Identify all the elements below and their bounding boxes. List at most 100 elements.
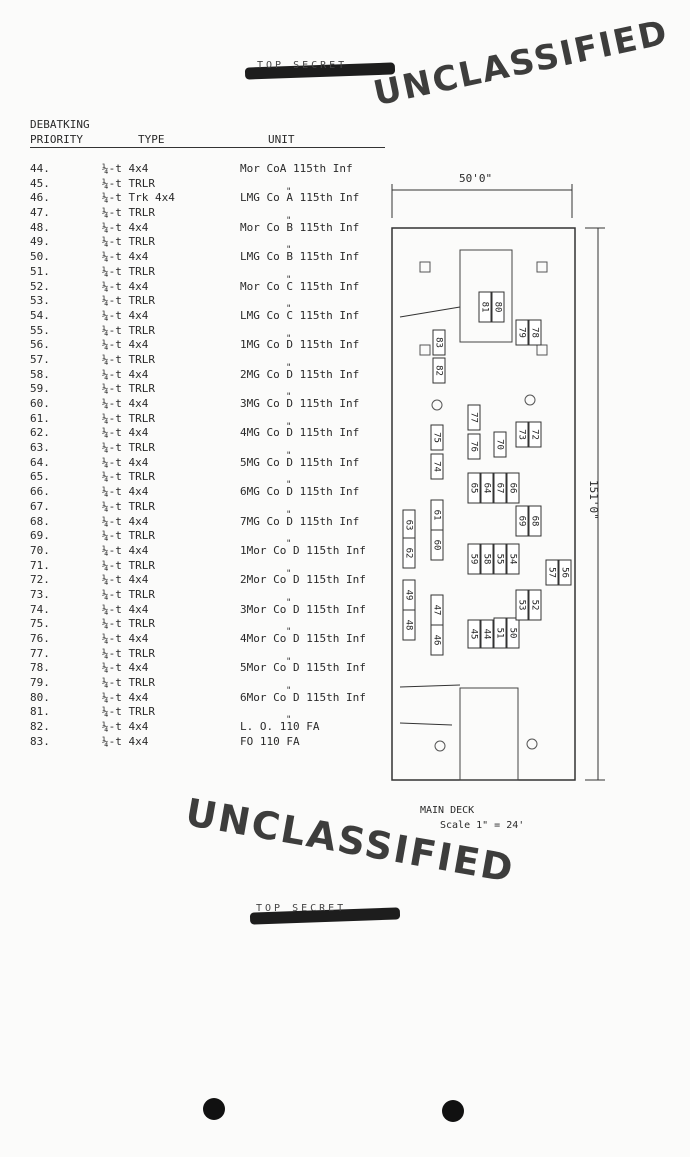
unit-name: LMG Co C 115th Inf xyxy=(240,308,360,322)
table-row: 47.¼-t TRLR" xyxy=(30,206,400,226)
vehicle-number: 83 xyxy=(434,337,444,348)
vehicle-slot xyxy=(467,404,481,431)
priority-number: 55. xyxy=(30,323,50,337)
priority-number: 63. xyxy=(30,441,50,455)
unit-name: 5Mor Co D 115th Inf xyxy=(240,661,366,675)
priority-number: 74. xyxy=(30,602,50,616)
unit-name: " xyxy=(286,421,292,432)
classification-mark-top-text: TOP SECRET xyxy=(257,60,348,71)
vehicle-type: ¼-t TRLR xyxy=(102,382,155,396)
vehicle-slot xyxy=(493,472,507,504)
vehicle-slot xyxy=(515,505,529,537)
vehicle-slot xyxy=(467,433,481,460)
vehicle-type: ¼-t TRLR xyxy=(102,705,155,719)
pointer-arrow xyxy=(399,722,453,726)
vehicle-slot xyxy=(432,329,446,356)
priority-number: 67. xyxy=(30,499,50,513)
vehicle-number: 74 xyxy=(432,461,442,472)
classification-mark-bottom-text: TOP SECRET xyxy=(256,903,347,914)
vehicle-slot xyxy=(467,472,481,504)
vehicle-type: ¼-t TRLR xyxy=(102,676,155,690)
binder-hole-right xyxy=(442,1100,464,1122)
unit-name: 1Mor Co D 115th Inf xyxy=(240,543,366,557)
vehicle-type: ¼-t TRLR xyxy=(102,235,155,249)
vehicle-type: ¼-t 4x4 xyxy=(102,250,149,264)
vehicle-type: ¼-t 4x4 xyxy=(102,514,149,528)
priority-number: 46. xyxy=(30,191,50,205)
vehicle-number: 55 xyxy=(495,554,505,565)
vehicle-slot xyxy=(493,431,507,458)
vehicle-slot xyxy=(506,617,520,649)
priority-number: 70. xyxy=(30,543,50,557)
unit-name: " xyxy=(286,715,292,726)
vehicle-number: 61 xyxy=(432,510,442,521)
unit-name: " xyxy=(286,539,292,550)
vehicle-slot xyxy=(480,543,494,575)
vehicle-type: ¼-t 4x4 xyxy=(102,455,149,469)
table-row: 49.¼-t TRLR" xyxy=(30,235,400,255)
unit-name: Mor CoA 115th Inf xyxy=(240,162,353,175)
vehicle-slot xyxy=(528,589,542,621)
priority-number: 64. xyxy=(30,455,50,469)
vehicle-type: ¼-t TRLR xyxy=(102,617,155,631)
vehicle-type: ¼-t 4x4 xyxy=(102,162,149,175)
unit-name: " xyxy=(286,451,292,462)
unit-name: 6Mor Co D 115th Inf xyxy=(240,690,366,704)
deck-bollard xyxy=(526,738,538,750)
priority-number: 44. xyxy=(30,162,50,175)
vehicle-type: ¼-t TRLR xyxy=(102,411,155,425)
header-unit: UNIT xyxy=(268,133,295,146)
vehicle-type: ¼-t 4x4 xyxy=(102,426,149,440)
vehicle-number: 60 xyxy=(432,540,442,551)
vehicle-slot xyxy=(506,543,520,575)
vehicle-type: ¼-t 4x4 xyxy=(102,690,149,704)
vehicle-slot xyxy=(478,291,492,323)
header-rule xyxy=(30,147,385,148)
deck-bollard xyxy=(434,740,446,752)
priority-number: 47. xyxy=(30,206,50,220)
unit-name: " xyxy=(286,686,292,697)
vehicle-number: 73 xyxy=(517,429,527,440)
vehicle-type: ¼-t TRLR xyxy=(102,499,155,513)
vehicle-slot xyxy=(430,624,444,656)
vehicle-number: 53 xyxy=(517,600,527,611)
pointer-arrow xyxy=(399,684,461,688)
vehicle-type: ¼-t TRLR xyxy=(102,558,155,572)
table-row: 44. ¼-t 4x4 Mor CoA 115th Inf xyxy=(30,162,400,177)
priority-number: 68. xyxy=(30,514,50,528)
vehicle-type: ¼-t TRLR xyxy=(102,294,155,308)
unit-name: 1MG Co D 115th Inf xyxy=(240,338,360,352)
vehicle-type: ¼-t 4x4 xyxy=(102,397,149,410)
priority-number: 81. xyxy=(30,705,50,719)
vehicle-slot xyxy=(430,424,444,451)
vehicle-type: ¼-t 4x4 xyxy=(102,632,149,645)
unit-name: 3Mor Co D 115th Inf xyxy=(240,602,366,616)
unit-name: Mor Co B 115th Inf xyxy=(240,220,360,234)
unit-name: " xyxy=(286,480,292,491)
vehicle-slot xyxy=(515,589,529,621)
vehicle-number: 56 xyxy=(560,567,570,578)
vehicle-type: ¼-t 4x4 xyxy=(102,543,149,557)
vehicle-type: ¼-t TRLR xyxy=(102,323,155,337)
vehicle-type: ¼-t 4x4 xyxy=(102,338,149,352)
vehicle-slot xyxy=(545,559,559,586)
table-row: 51.¼-t TRLR" xyxy=(30,265,400,285)
deck-bollard xyxy=(431,399,443,411)
vehicle-number: 51 xyxy=(495,628,505,639)
priority-number: 65. xyxy=(30,470,50,484)
table-row: 75.¼-t TRLR" xyxy=(30,617,400,637)
vehicle-number: 76 xyxy=(469,441,479,452)
priority-number: 69. xyxy=(30,529,50,543)
vehicle-number: 62 xyxy=(404,548,414,559)
vehicle-type: ¼-t TRLR xyxy=(102,529,155,543)
vehicle-type: ¼-t 4x4 xyxy=(102,602,149,616)
table-row: 71.¼-t TRLR" xyxy=(30,558,400,579)
vehicle-number: 65 xyxy=(469,483,479,494)
